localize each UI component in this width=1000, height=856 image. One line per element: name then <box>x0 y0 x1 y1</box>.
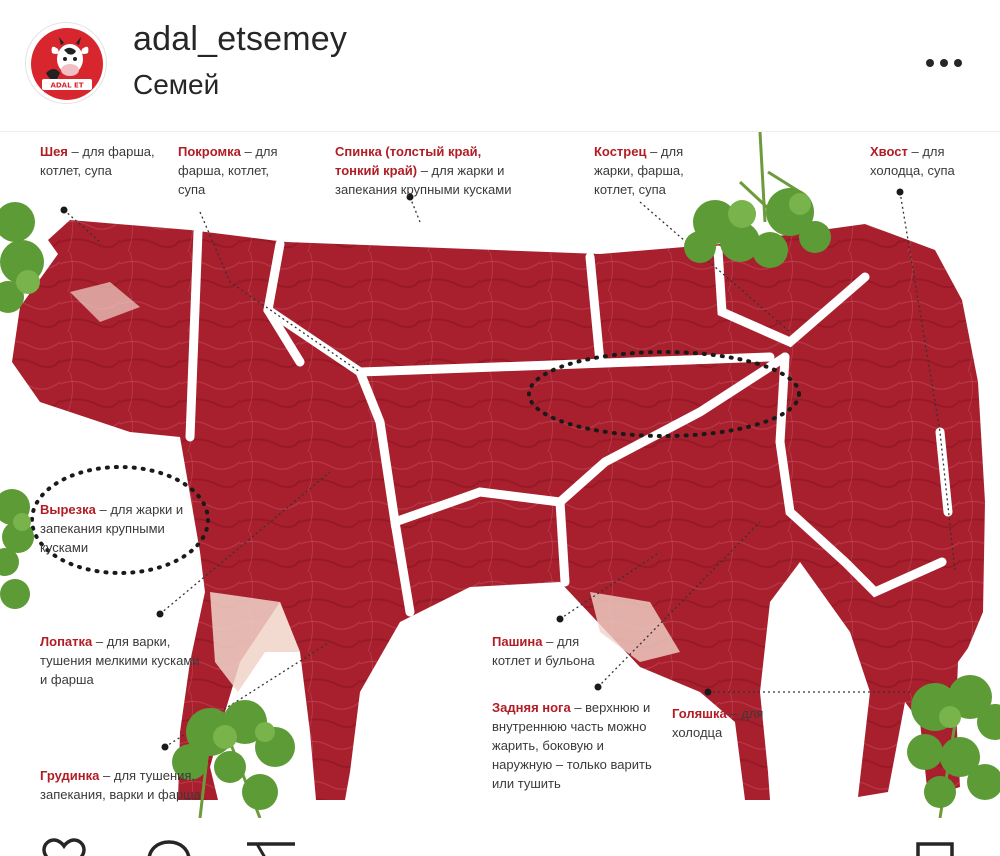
cut-name: Лопатка <box>40 634 93 649</box>
label-rump: Кострец – для жарки, фарша, котлет, супа <box>594 142 704 199</box>
cut-desc: – для котлет и бульона <box>492 634 595 668</box>
label-belly: Пашина – для котлет и бульона <box>492 632 612 670</box>
cut-desc: – для фарша, котлет, супа <box>40 144 155 178</box>
beef-cuts-diagram <box>0 132 1000 818</box>
label-hind-leg: Задняя нога – верхнюю и внутреннюю часть… <box>492 698 662 793</box>
header-divider <box>0 131 1000 132</box>
cut-name: Кострец <box>594 144 647 159</box>
cut-name: Шея <box>40 144 68 159</box>
tenderloin-highlight <box>527 350 801 438</box>
svg-text:ADAL ET: ADAL ET <box>50 82 83 90</box>
cow-silhouette <box>12 220 985 800</box>
post-header: ADAL ET adal_etsemey Семей <box>0 0 1000 132</box>
cut-name: Покромка <box>178 144 241 159</box>
location[interactable]: Семей <box>133 69 220 100</box>
cut-desc: – для фарша, котлет, супа <box>178 144 278 197</box>
cut-name: Спинка (толстый край, тонкий край) <box>335 144 482 178</box>
parsley-decoration <box>0 132 1000 818</box>
cut-name: Пашина <box>492 634 543 649</box>
cow-logo-icon: ADAL ET <box>31 28 103 100</box>
parsley-left-middle <box>0 489 34 609</box>
cut-name: Хвост <box>870 144 908 159</box>
comment-icon[interactable] <box>145 838 193 856</box>
cut-name: Вырезка <box>40 502 96 517</box>
more-dot <box>940 59 948 67</box>
cut-desc: – для жарки и запекания крупными кусками <box>335 163 512 197</box>
label-flank: Покромка – для фарша, котлет, супа <box>178 142 288 199</box>
label-tail: Хвост – для холодца, супа <box>870 142 975 180</box>
bookmark-icon[interactable] <box>910 838 960 856</box>
post-actions <box>0 818 1000 856</box>
cut-desc: – для варки, тушения мелкими кусками и ф… <box>40 634 200 687</box>
parsley-top-right <box>684 132 831 268</box>
cut-desc: – для холодца <box>672 706 764 740</box>
more-horizontal-icon <box>926 59 934 67</box>
cut-name: Задняя нога <box>492 700 571 715</box>
parsley-bottom-center <box>172 700 295 818</box>
tenderloin-label-highlight <box>30 465 210 575</box>
more-dot <box>954 59 962 67</box>
leader-lines <box>63 191 956 748</box>
cut-desc: – для жарки и запекания крупными кусками <box>40 502 184 555</box>
label-shoulder: Лопатка – для варки, тушения мелкими кус… <box>40 632 210 689</box>
label-tenderloin: Вырезка – для жарки и запекания крупными… <box>40 500 200 557</box>
label-shank: Голяшка – для холодца <box>672 704 772 742</box>
parsley-bottom-right <box>907 675 1000 818</box>
cut-desc: – для тушения, запекания, варки и фарша <box>40 768 201 802</box>
parsley-left <box>0 202 44 313</box>
post-image[interactable]: Шея – для фарша, котлет, супа Покромка –… <box>0 132 1000 818</box>
label-neck: Шея – для фарша, котлет, супа <box>40 142 165 180</box>
username[interactable]: adal_etsemey <box>133 20 348 58</box>
cut-desc: – верхнюю и внутреннюю часть можно жарит… <box>492 700 652 791</box>
cut-desc: – для жарки, фарша, котлет, супа <box>594 144 684 197</box>
more-options-button[interactable] <box>916 48 972 78</box>
cut-desc: – для холодца, супа <box>870 144 955 178</box>
label-back: Спинка (толстый край, тонкий край) – для… <box>335 142 525 199</box>
leader-dots <box>60 188 904 751</box>
cut-name: Голяшка <box>672 706 727 721</box>
cut-separators <box>185 227 953 617</box>
avatar[interactable]: ADAL ET <box>25 22 107 104</box>
heart-icon[interactable] <box>40 838 88 856</box>
label-brisket: Грудинка – для тушения, запекания, варки… <box>40 766 205 804</box>
cut-name: Грудинка <box>40 768 100 783</box>
share-icon[interactable] <box>243 838 299 856</box>
